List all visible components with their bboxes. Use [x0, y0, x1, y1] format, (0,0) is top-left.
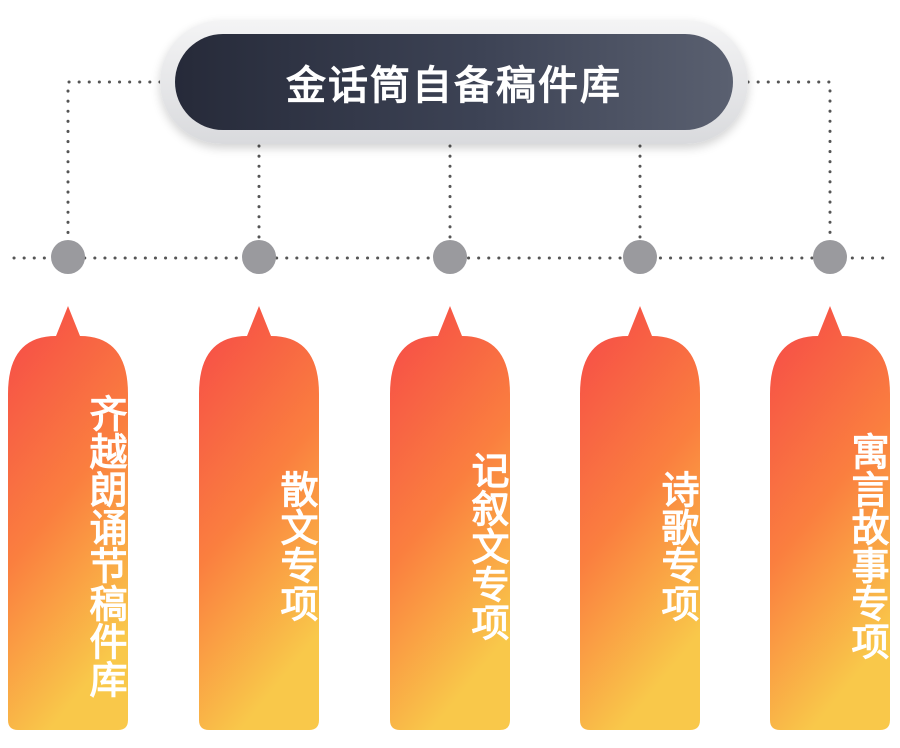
- left-bracket-line: [66, 80, 162, 242]
- junction-dot-5: [813, 240, 847, 274]
- diagram-title: 金话筒自备稿件库: [286, 63, 622, 109]
- right-bracket-line: [746, 80, 832, 242]
- category-pillar: 散文专项: [199, 306, 319, 730]
- category-label: 诗歌专项: [655, 470, 699, 622]
- pillar-shape: [390, 306, 510, 730]
- category-pillar: 诗歌专项: [580, 306, 700, 730]
- junction-dot-1: [51, 240, 85, 274]
- pillar-shape: [770, 306, 890, 730]
- junction-dot-2: [242, 240, 276, 274]
- category-label: 齐越朗诵节稿件库: [83, 394, 127, 698]
- category-label: 散文专项: [274, 470, 318, 622]
- category-pillar: 齐越朗诵节稿件库: [8, 306, 128, 730]
- category-pillar: 寓言故事专项: [770, 306, 890, 730]
- junction-dot-4: [623, 240, 657, 274]
- pillar-shape: [580, 306, 700, 730]
- pillar-shape: [199, 306, 319, 730]
- junction-dot-3: [433, 240, 467, 274]
- pillar-shape: [8, 306, 128, 730]
- category-label: 寓言故事专项: [845, 432, 889, 660]
- category-pillar: 记叙文专项: [390, 306, 510, 730]
- title-pill: 金话筒自备稿件库: [175, 34, 733, 130]
- category-label: 记叙文专项: [465, 451, 509, 641]
